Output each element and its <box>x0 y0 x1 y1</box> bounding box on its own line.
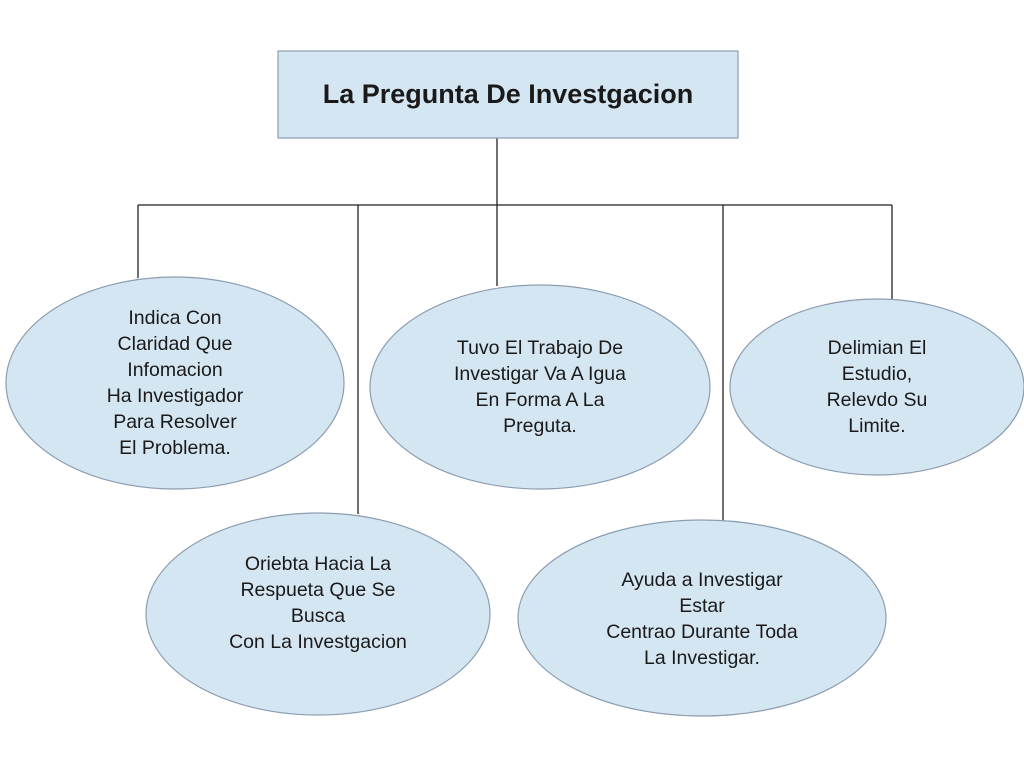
node-oriebta-oval <box>145 512 491 716</box>
node-ayuda-oval <box>517 519 887 717</box>
node-indica-oval <box>5 276 345 490</box>
node-tuvo-oval <box>369 284 711 490</box>
title-box <box>277 50 739 139</box>
connectors <box>137 138 893 521</box>
node-delimian-oval <box>729 298 1024 476</box>
